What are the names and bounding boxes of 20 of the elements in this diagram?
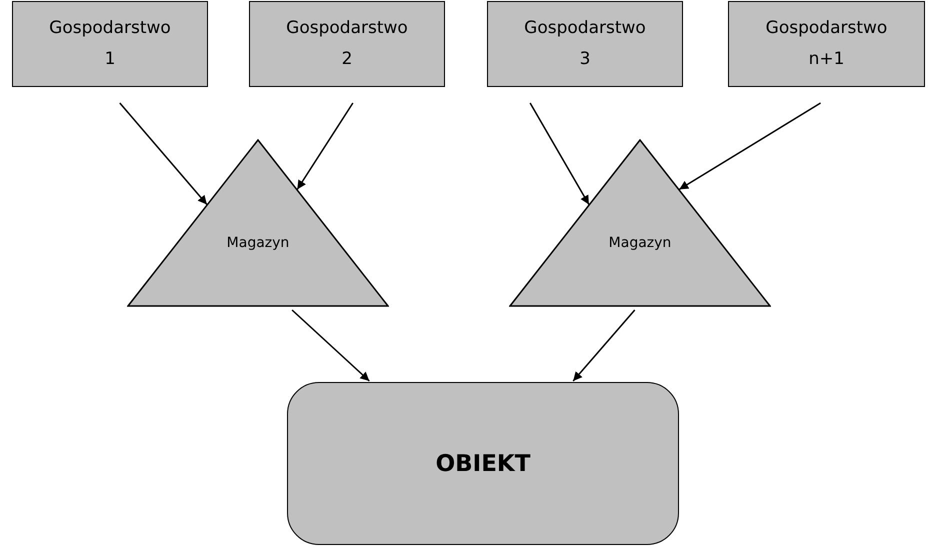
farm-box <box>487 1 683 87</box>
farm-label: Gospodarstwo 1 <box>49 17 171 71</box>
farm-label: Gospodarstwo n+1 <box>766 17 888 71</box>
target-box <box>287 382 679 545</box>
arrow <box>296 102 354 190</box>
arrow <box>678 102 821 190</box>
storage-label: Magazyn <box>608 235 672 251</box>
farm-label: Gospodarstwo 2 <box>286 17 408 71</box>
storage-triangle <box>127 139 389 307</box>
target-label: OBIEKT <box>436 450 530 476</box>
arrow <box>529 102 590 205</box>
arrow <box>572 310 636 382</box>
farm-box <box>12 1 208 87</box>
farm-box <box>728 1 925 87</box>
storage-triangle <box>509 139 771 307</box>
arrow <box>292 309 370 382</box>
farm-box <box>249 1 445 87</box>
storage-label: Magazyn <box>226 235 290 251</box>
arrow <box>119 102 208 205</box>
farm-label: Gospodarstwo 3 <box>524 17 646 71</box>
